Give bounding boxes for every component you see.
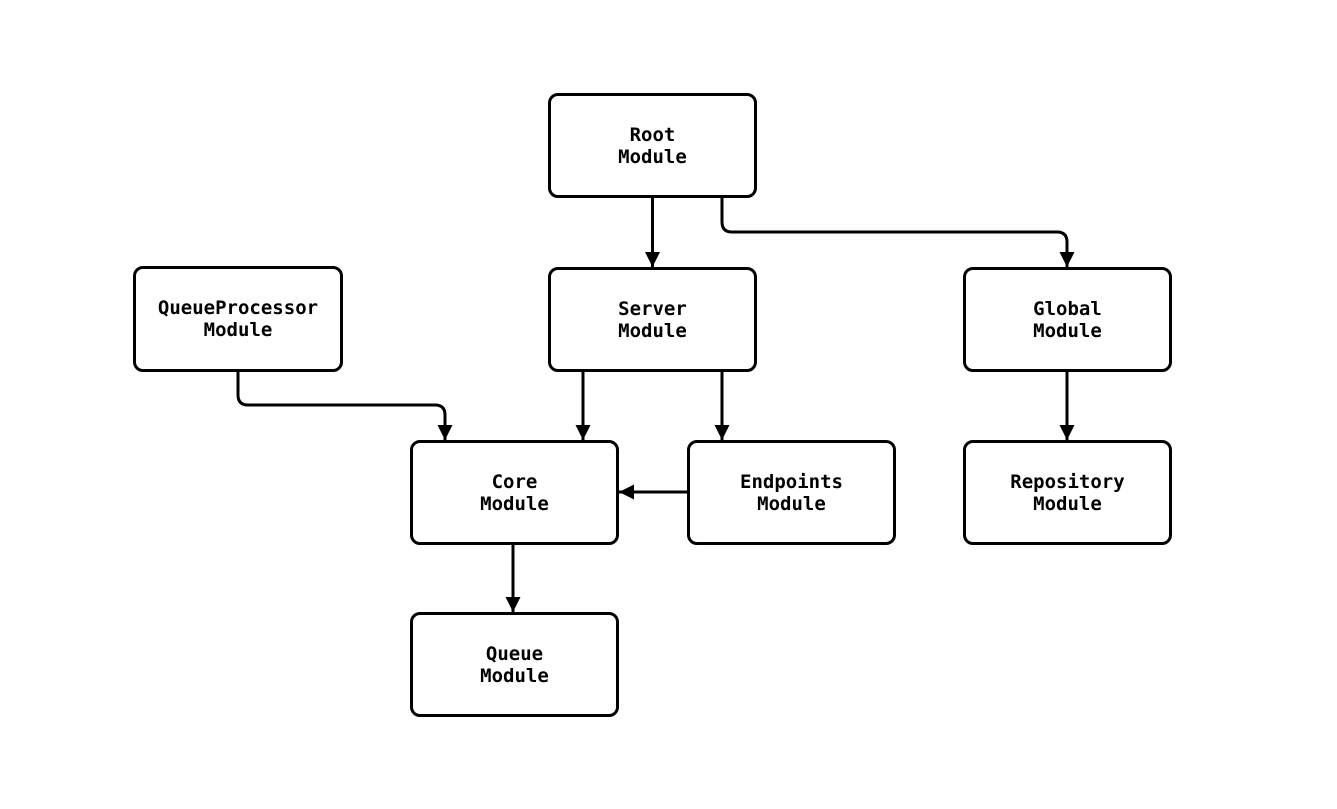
node-label-line: Module bbox=[1033, 492, 1102, 515]
node-label-line: Module bbox=[618, 145, 687, 168]
node-label-line: Queue bbox=[485, 642, 544, 665]
node-label-line: Root bbox=[629, 123, 676, 146]
node-label-line: Module bbox=[757, 492, 826, 515]
node-label-line: Module bbox=[480, 492, 549, 515]
node-label-line: Core bbox=[491, 470, 538, 493]
edge-queueprocessor-module-to-core-module bbox=[236, 372, 453, 440]
edge-root-module-to-global-module bbox=[720, 198, 1075, 267]
node-label-line: Module bbox=[618, 319, 687, 342]
node-label-line: QueueProcessor bbox=[157, 297, 319, 319]
node-label-line: Module bbox=[480, 664, 549, 687]
node-label-line: Module bbox=[1033, 319, 1102, 342]
node-label-line: Endpoints bbox=[740, 470, 843, 493]
node-label-line: Module bbox=[203, 319, 273, 341]
node-label-line: Server bbox=[618, 297, 687, 320]
node-label-line: Global bbox=[1033, 297, 1102, 320]
node-label-line: Repository bbox=[1010, 470, 1125, 493]
